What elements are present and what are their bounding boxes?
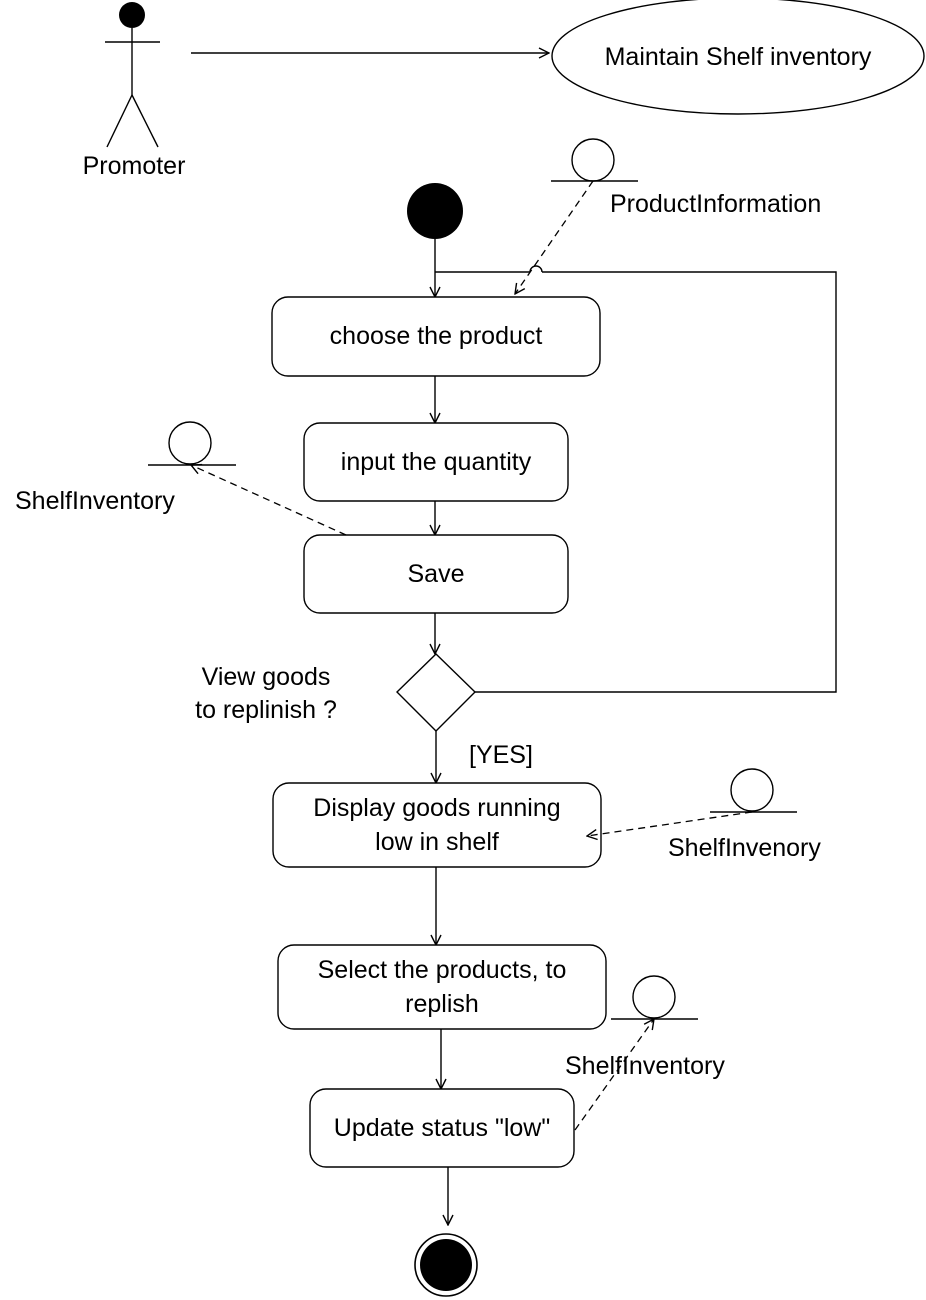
activity-select-products-line2: replish	[405, 990, 479, 1018]
activity-update-status-label: Update status "low"	[334, 1114, 550, 1142]
activity-display-low-goods-line1: Display goods running	[313, 794, 560, 822]
activity-choose-product: choose the product	[271, 296, 601, 377]
activity-update-status: Update status "low"	[309, 1088, 575, 1168]
activity-input-quantity: input the quantity	[303, 422, 569, 502]
activity-select-products: Select the products, to replish	[277, 944, 607, 1030]
yes-guard-label: [YES]	[469, 741, 533, 769]
object-shelf-inventory-update-label: ShelfInventory	[565, 1052, 725, 1080]
final-node	[414, 1233, 478, 1297]
object-shelf-inventory-display-label: ShelfInvenory	[668, 834, 821, 862]
decision-question-line1: View goods	[202, 663, 331, 691]
activity-choose-product-label: choose the product	[330, 322, 543, 350]
actor-label: Promoter	[83, 152, 186, 180]
activity-save: Save	[303, 534, 569, 614]
activity-select-products-line1: Select the products, to	[318, 956, 567, 984]
decision-node	[396, 653, 476, 732]
activity-input-quantity-label: input the quantity	[341, 448, 532, 476]
object-shelf-inventory-save-label: ShelfInventory	[15, 487, 175, 515]
object-shelf-inventory-update: ShelfInventory	[565, 975, 725, 1080]
loop-back-edge	[475, 271, 837, 693]
actor-promoter: Promoter	[83, 2, 186, 180]
decision-question-line2: to replinish ?	[195, 696, 337, 724]
actor-head	[119, 2, 145, 28]
object-product-information-label: ProductInformation	[610, 190, 821, 218]
initial-node	[407, 183, 463, 239]
use-case-maintain-shelf-inventory: Maintain Shelf inventory	[551, 0, 925, 115]
activity-save-label: Save	[408, 560, 465, 588]
object-shelf-inventory-display: ShelfInvenory	[668, 768, 821, 862]
activity-display-low-goods-line2: low in shelf	[375, 828, 499, 856]
object-product-information: ProductInformation	[551, 138, 821, 218]
use-case-label: Maintain Shelf inventory	[605, 43, 872, 71]
object-shelf-inventory-save: ShelfInventory	[15, 421, 236, 515]
activity-display-low-goods: Display goods running low in shelf	[272, 782, 602, 868]
